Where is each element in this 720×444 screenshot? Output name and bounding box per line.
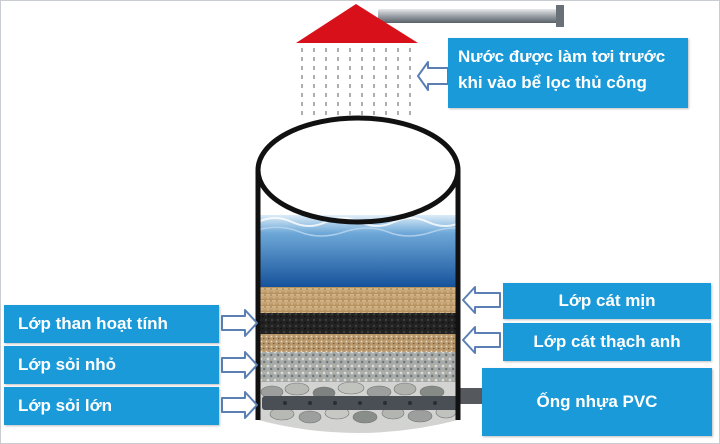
label-fine-sand: Lớp cát mịn [503, 283, 711, 319]
quartz-sand-layer [258, 334, 458, 352]
outlet-pipe [456, 388, 486, 404]
title-label: Nước được làm tơi trước khi vào bể lọc t… [448, 38, 688, 108]
label-pvc-pipe-text: Ống nhựa PVC [536, 392, 658, 411]
supply-pipe [378, 5, 564, 27]
arrow-title [417, 61, 449, 91]
label-quartz-sand-text: Lớp cát thạch anh [533, 332, 681, 351]
fine-sand-layer [258, 287, 458, 313]
activated-carbon-layer [258, 313, 458, 334]
label-small-gravel: Lớp sỏi nhỏ [4, 346, 219, 384]
arrows [221, 61, 501, 419]
label-small-gravel-text: Lớp sỏi nhỏ [18, 355, 117, 374]
small-gravel-layer [258, 352, 458, 382]
arrow-small-gravel [221, 351, 258, 379]
arrow-quartz-sand [462, 326, 501, 354]
label-quartz-sand: Lớp cát thạch anh [503, 323, 711, 361]
label-fine-sand-text: Lớp cát mịn [558, 291, 656, 310]
label-large-gravel: Lớp sỏi lớn [4, 387, 219, 425]
arrow-large-gravel [221, 391, 258, 419]
water-drops [301, 48, 411, 118]
arrow-fine-sand [462, 286, 501, 314]
title-label-text: Nước được làm tơi trước khi vào bể lọc t… [458, 47, 666, 92]
arrow-carbon [221, 309, 258, 337]
filter-tank [255, 115, 461, 420]
label-activated-carbon: Lớp than hoạt tính [4, 305, 219, 343]
shower-head-icon [296, 4, 418, 43]
label-activated-carbon-text: Lớp than hoạt tính [18, 314, 168, 333]
water-layer [258, 215, 458, 287]
label-pvc-pipe: Ống nhựa PVC [482, 368, 712, 436]
label-large-gravel-text: Lớp sỏi lớn [18, 396, 113, 415]
tank-contents [258, 215, 458, 433]
large-stones [260, 381, 457, 424]
